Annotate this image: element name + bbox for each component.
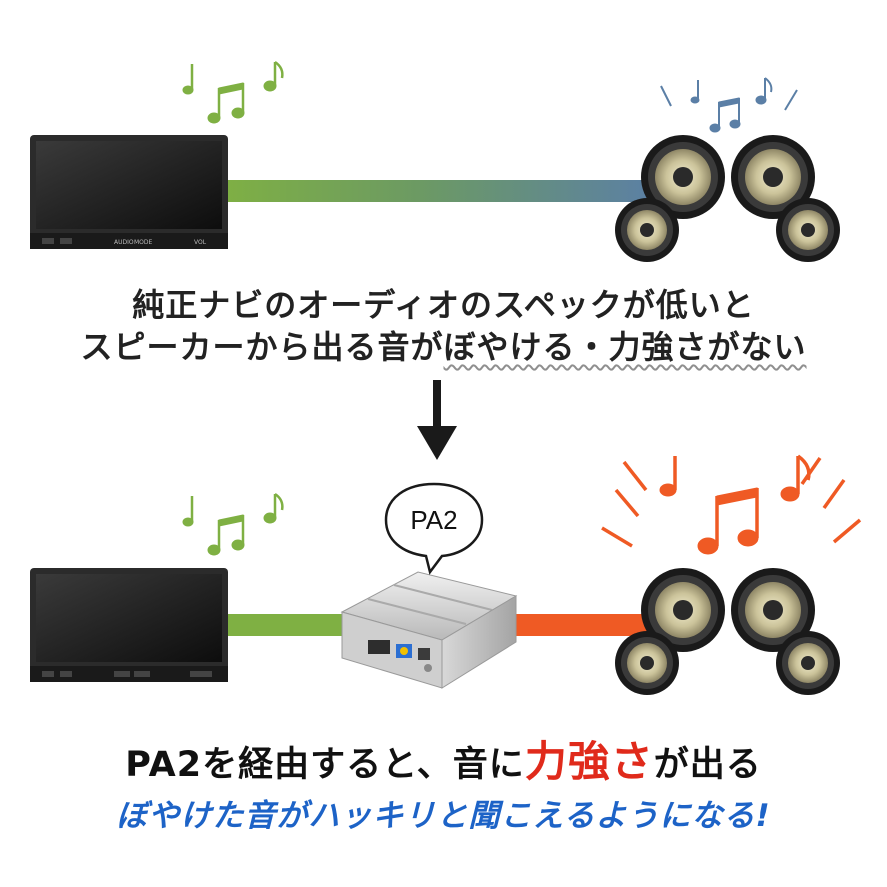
pa2-amplifier-device [340,571,518,689]
speaker-large-left [641,135,725,219]
speaker-small-right [776,198,840,262]
top-caption-line2-emphasis: ぼやける・力強さがない [443,328,807,366]
pa2-speech-bubble [384,482,484,575]
bottom-caption-line2: ぼやけた音がハッキリと聞こえるようになる! [116,798,771,834]
bottom-caption-line1-start: PA2を経由すると、音に [125,745,525,785]
bottom-caption-highlight: 力強さ [518,728,660,789]
top-caption-line1: 純正ナビのオーディオのスペックが低いと [132,286,755,324]
bottom-car-navigation-unit [30,568,228,682]
top-speakers-group [615,135,840,262]
speaker-small-left [615,198,679,262]
nav-button-mode: MODE [134,239,153,246]
bottom-speakers-group [615,568,840,695]
speaker-large-right [731,135,815,219]
green-music-notes-icon [182,60,284,124]
speaker-large-right [731,568,815,652]
top-car-navigation-unit: AUDIO MODE VOL [30,135,228,249]
muted-music-notes-icon [660,77,798,133]
top-signal-cable [220,180,660,202]
bottom-caption-line1-end: が出る [653,745,762,785]
top-caption-line2: スピーカーから出る音がぼやける・力強さがない [0,322,887,368]
bottom-output-cable [510,614,660,636]
speaker-small-right [776,631,840,695]
nav-button-audio: AUDIO [114,239,134,246]
nav-button-vol: VOL [194,239,207,246]
green-music-notes-icon [182,492,284,556]
speaker-large-left [641,568,725,652]
bottom-caption-line1: PA2を経由すると、音に力強さが出る [0,728,887,789]
loud-music-notes-icon [601,454,862,555]
down-arrow-icon [417,380,457,460]
pa2-bubble-label: PA2 [410,505,458,535]
speaker-small-left [615,631,679,695]
top-caption-line2-start: スピーカーから出る音が [80,328,444,366]
bottom-input-cable [220,614,350,636]
